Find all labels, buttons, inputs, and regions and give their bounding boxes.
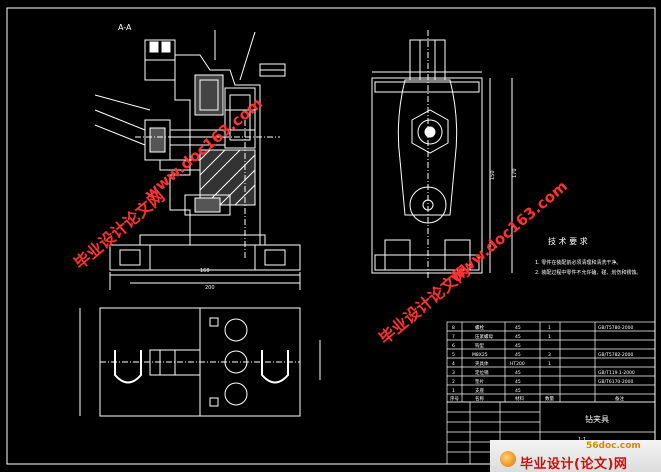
parts-row-name: 支座 — [475, 387, 484, 394]
parts-row-name: 定位销 — [475, 369, 489, 376]
parts-row-material: 45 — [515, 388, 521, 394]
brand-domain: 56doc.com — [586, 441, 641, 451]
brand-logo-icon — [500, 451, 516, 467]
parts-row-qty: 1 — [548, 334, 551, 340]
parts-row-material: 45 — [515, 370, 521, 376]
dim-main-width-1: 160 — [200, 268, 210, 274]
parts-header-no: 序号 — [450, 395, 459, 402]
main-section-view: A-A — [94, 23, 301, 290]
parts-row-material: 45 — [515, 343, 521, 349]
parts-header-qty: 数量 — [545, 395, 554, 402]
parts-row-name: 钩型 — [475, 342, 484, 349]
parts-row-no: 1 — [452, 388, 455, 394]
parts-row-qty: 3 — [548, 352, 551, 358]
parts-row-material: 45 — [515, 379, 521, 385]
tech-req-item: 2. 装配过程中零件不允许磕、碰、划伤和锈蚀。 — [535, 269, 641, 276]
dim-main-width-2: 200 — [205, 285, 215, 291]
parts-row-no: 3 — [452, 370, 455, 376]
dim-side-height-2: 170 — [512, 168, 518, 178]
tech-req-item: 1. 零件在装配前必须清理和清洗干净。 — [535, 259, 621, 266]
parts-list-table — [446, 321, 656, 465]
top-view — [79, 307, 321, 417]
parts-row-qty: 1 — [548, 361, 551, 367]
parts-row-name: 夹具体 — [475, 360, 489, 367]
parts-row-material: HT200 — [510, 361, 525, 367]
parts-row-no: 2 — [452, 379, 455, 385]
brand-bar — [490, 440, 661, 472]
parts-list-rows: 8 螺栓 45 1 GB/T5780-2000 7 压紧螺母 45 1 6 钩型… — [450, 324, 635, 402]
title-block-title: 钻夹具 — [585, 414, 609, 424]
parts-row-std: GB/T5780-2000 — [598, 325, 634, 331]
parts-header-material: 材料 — [515, 395, 524, 402]
side-view — [371, 30, 513, 280]
parts-row-no: 8 — [452, 325, 455, 331]
parts-row-qty: 1 — [548, 325, 551, 331]
parts-row-no: 4 — [452, 361, 455, 367]
drawing-frame — [6, 7, 656, 465]
parts-row-name: M8X25 — [472, 352, 488, 358]
parts-row-name: 垫片 — [475, 378, 484, 385]
section-label: A-A — [118, 23, 132, 32]
parts-row-std: GB/T5782-2000 — [598, 352, 634, 358]
brand-name: 毕业设计(论文)网 — [520, 457, 628, 472]
parts-row-material: 45 — [515, 352, 521, 358]
dim-side-height-1: 150 — [490, 170, 496, 180]
parts-row-no: 5 — [452, 352, 455, 358]
tech-req-title: 技 术 要 求 — [548, 236, 588, 246]
parts-row-name: 压紧螺母 — [475, 333, 493, 340]
parts-header-name: 名称 — [475, 395, 484, 402]
parts-header-note: 备注 — [615, 395, 624, 402]
parts-row-material: 45 — [515, 334, 521, 340]
parts-row-material: 45 — [515, 325, 521, 331]
parts-row-std: GB/T119.1-2000 — [598, 370, 635, 376]
parts-row-std: GB/T6170-2000 — [598, 379, 634, 385]
parts-row-name: 螺栓 — [475, 324, 484, 331]
parts-row-no: 7 — [452, 334, 455, 340]
parts-row-no: 6 — [452, 343, 455, 349]
